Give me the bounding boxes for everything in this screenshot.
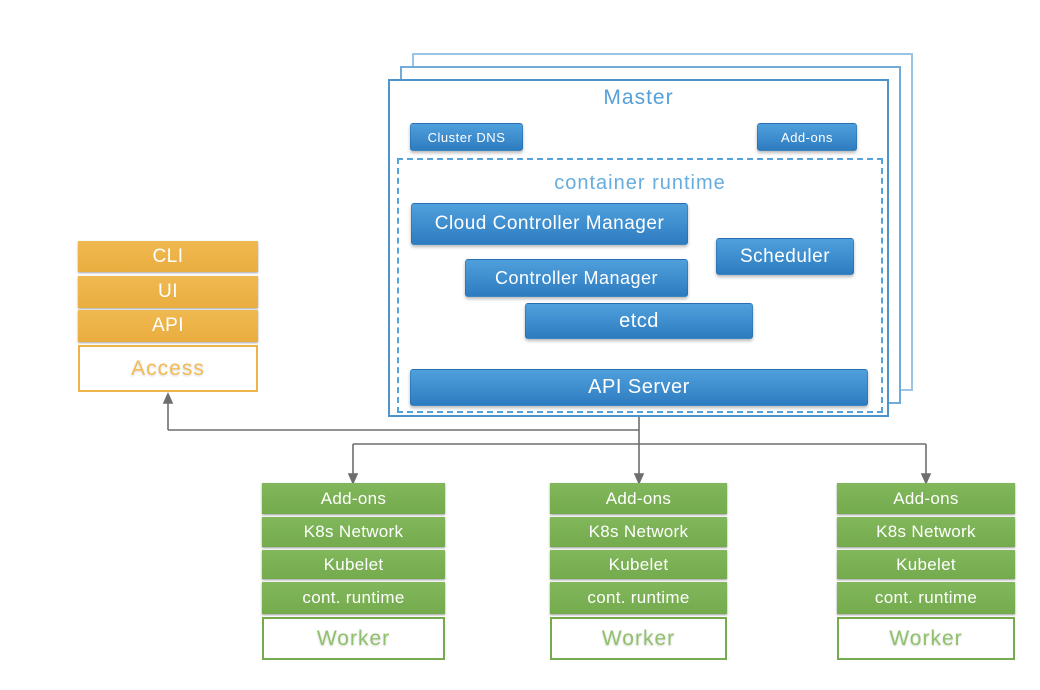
worker-row-kubelet: Kubelet (837, 550, 1015, 579)
worker-row-cont-runtime: cont. runtime (262, 582, 445, 614)
worker-row-kubelet: Kubelet (550, 550, 727, 579)
access-label-box: Access (78, 345, 258, 392)
worker-row-cont-runtime: cont. runtime (550, 582, 727, 614)
worker-label-box: Worker (837, 617, 1015, 660)
worker-row-k8s-network: K8s Network (550, 517, 727, 547)
worker-stack-2: Add-ons K8s Network Kubelet cont. runtim… (550, 483, 727, 660)
cluster-dns-box: Cluster DNS (410, 123, 523, 151)
worker-row-addons: Add-ons (550, 483, 727, 514)
worker-row-k8s-network: K8s Network (262, 517, 445, 547)
arrowhead-up-icon (162, 392, 174, 404)
cloud-controller-manager-box: Cloud Controller Manager (411, 203, 688, 245)
worker-stack-3: Add-ons K8s Network Kubelet cont. runtim… (837, 483, 1015, 660)
arrowhead-down-icon (633, 473, 645, 485)
arrowhead-down-icon (347, 473, 359, 485)
access-row-ui: UI (78, 276, 258, 308)
scheduler-box: Scheduler (716, 238, 854, 275)
worker-row-k8s-network: K8s Network (837, 517, 1015, 547)
worker-row-kubelet: Kubelet (262, 550, 445, 579)
master-title: Master (603, 86, 674, 109)
worker-stack-1: Add-ons K8s Network Kubelet cont. runtim… (262, 483, 445, 660)
container-runtime-label: container runtime (554, 172, 726, 194)
access-row-api: API (78, 310, 258, 342)
controller-manager-box: Controller Manager (465, 259, 688, 297)
api-server-box: API Server (410, 369, 868, 406)
worker-row-cont-runtime: cont. runtime (837, 582, 1015, 614)
master-addons-box: Add-ons (757, 123, 857, 151)
access-stack: CLI UI API Access (78, 241, 258, 392)
etcd-box: etcd (525, 303, 753, 339)
worker-row-addons: Add-ons (837, 483, 1015, 514)
worker-row-addons: Add-ons (262, 483, 445, 514)
worker-label-box: Worker (550, 617, 727, 660)
arrowhead-down-icon (920, 473, 932, 485)
access-row-cli: CLI (78, 241, 258, 272)
worker-label-box: Worker (262, 617, 445, 660)
